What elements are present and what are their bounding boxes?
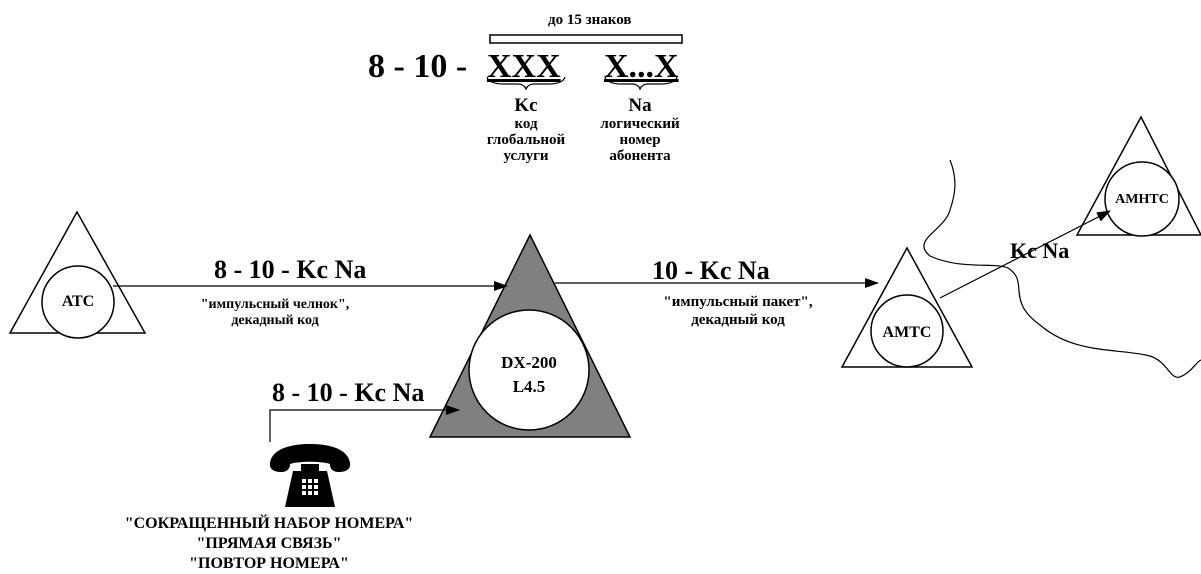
service-speed-dial: "СОКРАЩЕННЫЙ НАБОР НОМЕРА"	[124, 515, 414, 532]
service-hotline: "ПРЯМАЯ СВЯЗЬ"	[196, 535, 342, 552]
amtc-label: АМТС	[882, 324, 932, 341]
format-prefix: 8 - 10 -	[368, 48, 468, 85]
dx200-circle	[468, 309, 590, 431]
amhtc-circle	[1104, 161, 1180, 237]
link-phone-dx200	[269, 405, 460, 442]
dx200-amtc-signaling: "импульсный пакет", декадный код	[663, 294, 813, 328]
dx200-label: DX-200 L4.5	[501, 353, 557, 396]
phone-dx200-dialed: 8 - 10 - Kc Na	[272, 378, 425, 407]
service-code-placeholder: XXX	[487, 48, 561, 85]
kc-brace	[486, 76, 566, 91]
atc-dx200-dialed: 8 - 10 - Kc Na	[214, 255, 367, 284]
kc-label: Kc код глобальной услуги	[486, 95, 566, 165]
subscriber-number-placeholder: X...X	[604, 48, 679, 85]
amhtc-label: АМНТС	[1115, 192, 1169, 207]
na-label: Na логический номер абонента	[600, 95, 680, 165]
digits-bracket	[489, 34, 683, 44]
service-redial: "ПОВТОР НОМЕРА"	[189, 555, 349, 572]
link-amtc-amhtc	[939, 210, 1111, 299]
phone-services-list: "СОКРАЩЕННЫЙ НАБОР НОМЕРА" "ПРЯМАЯ СВЯЗЬ…	[125, 514, 414, 574]
dx200-amtc-dialed: 10 - Kc Na	[652, 256, 770, 285]
telephone-icon	[269, 444, 351, 507]
amtc-amhtc-dialed: Kc Na	[1010, 238, 1070, 263]
amtc-circle	[870, 294, 944, 368]
network-boundary-curve	[923, 159, 1201, 378]
atc-dx200-signaling: "импульсный челнок", декадный код	[200, 297, 350, 328]
na-brace	[604, 76, 678, 91]
atc-circle	[41, 265, 115, 339]
digits-note: до 15 знаков	[548, 12, 632, 28]
atc-label: АТС	[61, 293, 95, 310]
